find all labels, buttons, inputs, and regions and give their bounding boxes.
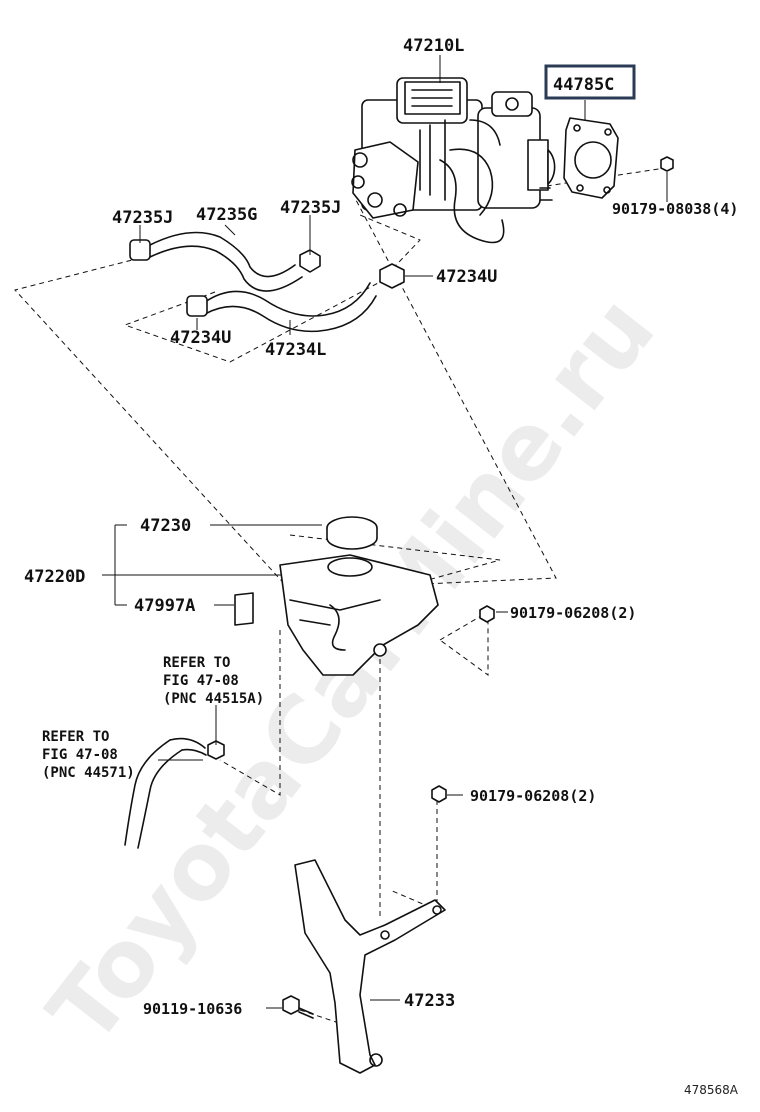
label-47210L: 47210L (403, 36, 464, 56)
refer-b-line2: FIG 47-08 (42, 747, 118, 763)
brake-actuator-47210L (351, 77, 556, 244)
label-47230: 47230 (140, 516, 191, 536)
reservoir-hose (124, 737, 225, 849)
label-44785C: 44785C (553, 75, 614, 95)
label-47235G: 47235G (196, 205, 257, 225)
label-47235J-right: 47235J (280, 198, 341, 218)
label-47235J-left: 47235J (112, 208, 173, 228)
part-labels: 47210L 44785C 90179-08038(4) 47235J 4723… (24, 36, 739, 1097)
nut-90179-06208-b (431, 785, 447, 803)
leader-lines (102, 55, 668, 1009)
label-90179-06208-b: 90179-06208(2) (470, 787, 596, 805)
reservoir-cap-47230 (326, 516, 378, 550)
nut-90179-06208-a (479, 605, 495, 623)
label-47997A: 47997A (134, 596, 195, 616)
refer-a-line3: (PNC 44515A) (163, 691, 264, 707)
refer-a-line2: FIG 47-08 (163, 673, 239, 689)
highlight-box-44785C (544, 64, 636, 100)
label-47234L: 47234L (265, 340, 326, 360)
label-plate-47997A (234, 592, 254, 626)
bolt-90119-10636 (282, 995, 314, 1019)
label-47233: 47233 (404, 991, 455, 1011)
label-90179-08038: 90179-08038(4) (612, 200, 738, 218)
label-47234U-right: 47234U (436, 267, 497, 287)
hose-47235G (129, 231, 321, 292)
nut-90179-08038 (660, 156, 674, 172)
gasket-44785C (563, 117, 619, 199)
label-90179-06208-a: 90179-06208(2) (510, 604, 636, 622)
refer-a-line1: REFER TO (163, 655, 230, 671)
bracket-47233 (294, 859, 446, 1074)
figure-code: 478568A (684, 1083, 739, 1097)
label-47234U-left: 47234U (170, 328, 231, 348)
label-90119-10636: 90119-10636 (143, 1000, 242, 1018)
hose-47234L (186, 263, 405, 333)
refer-b-line1: REFER TO (42, 729, 109, 745)
reservoir-47220D (279, 554, 439, 676)
label-47220D: 47220D (24, 567, 85, 587)
refer-b-line3: (PNC 44571) (42, 765, 135, 781)
